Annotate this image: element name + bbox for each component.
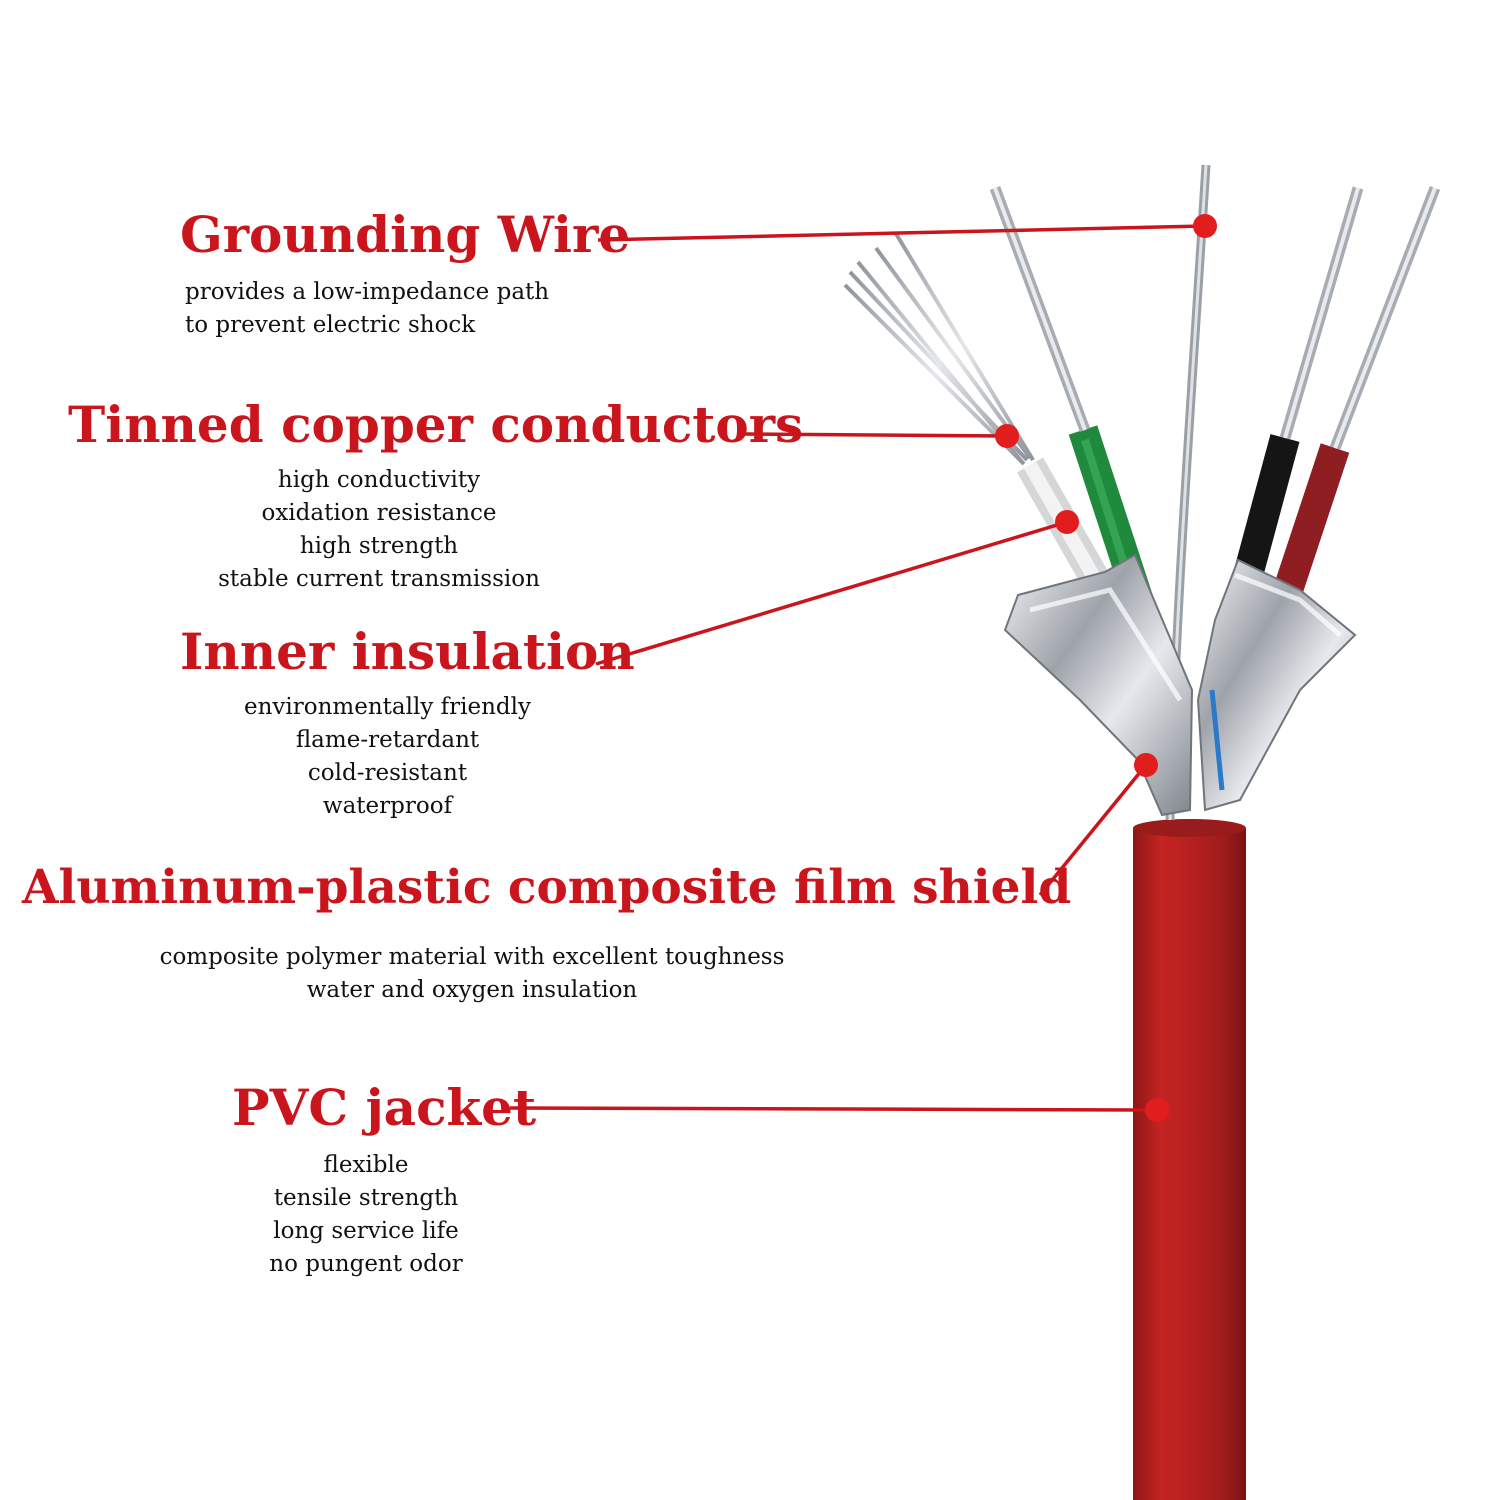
- leader-dots: [995, 214, 1217, 1122]
- foil-shield-title: Aluminum-plastic composite film shield: [22, 860, 1072, 915]
- callout-tinned-copper-conductors: Tinned copper conductors high conductivi…: [68, 395, 804, 596]
- description-line: oxidation resistance: [261, 500, 497, 526]
- description-line: cold-resistant: [307, 760, 468, 786]
- conductors-title: Tinned copper conductors: [68, 395, 804, 454]
- leader-lines: [509, 224, 1206, 1112]
- grounding-wire-description: provides a low-impedance path to prevent…: [185, 276, 630, 342]
- description-line: environmentally friendly: [244, 694, 531, 720]
- pvc-jacket-title: PVC jacket: [232, 1078, 537, 1137]
- callout-foil-shield: Aluminum-plastic composite film shield c…: [22, 860, 1072, 1007]
- description-line: to prevent electric shock: [185, 312, 476, 338]
- description-line: composite polymer material with excellen…: [159, 944, 785, 970]
- grounding-wire-title: Grounding Wire: [180, 205, 631, 264]
- red-core: [1273, 186, 1441, 595]
- pvc-jacket-marker: [1145, 1098, 1169, 1122]
- foil-shield: [1003, 553, 1357, 817]
- foil-shield-description: composite polymer material with excellen…: [22, 941, 922, 1007]
- callout-inner-insulation: Inner insulation environmentally friendl…: [180, 622, 635, 823]
- pvc-jacket: [1133, 819, 1246, 1500]
- description-line: flexible: [323, 1152, 409, 1178]
- description-line: flame-retardant: [295, 727, 480, 753]
- inner-insulation-marker: [1055, 510, 1079, 534]
- description-line: long service life: [273, 1218, 459, 1244]
- description-line: provides a low-impedance path: [185, 279, 550, 305]
- leader-line-conductors: [741, 432, 1008, 438]
- description-line: waterproof: [322, 793, 453, 819]
- callout-pvc-jacket: PVC jacket flexible tensile strength lon…: [232, 1078, 537, 1281]
- black-core: [1233, 186, 1364, 579]
- inner-insulation-description: environmentally friendly flame-retardant…: [180, 691, 595, 823]
- callout-grounding-wire: Grounding Wire provides a low-impedance …: [180, 210, 630, 342]
- conductors-marker: [995, 424, 1019, 448]
- description-line: water and oxygen insulation: [306, 977, 638, 1003]
- description-line: no pungent odor: [269, 1251, 463, 1277]
- grounding-wire-marker: [1193, 214, 1217, 238]
- inner-insulation-title: Inner insulation: [180, 622, 635, 681]
- conductors-description: high conductivity oxidation resistance h…: [68, 464, 690, 596]
- description-line: tensile strength: [273, 1185, 459, 1211]
- pvc-jacket-description: flexible tensile strength long service l…: [232, 1149, 500, 1281]
- leader-line-inner-insulation: [595, 520, 1068, 666]
- leader-line-grounding-wire: [597, 224, 1206, 242]
- description-line: stable current transmission: [218, 566, 540, 592]
- leader-line-pvc-jacket: [509, 1106, 1158, 1112]
- leader-line-foil-shield: [1038, 763, 1148, 897]
- foil-shield-marker: [1134, 753, 1158, 777]
- description-line: high strength: [299, 533, 459, 559]
- description-line: high conductivity: [277, 467, 481, 493]
